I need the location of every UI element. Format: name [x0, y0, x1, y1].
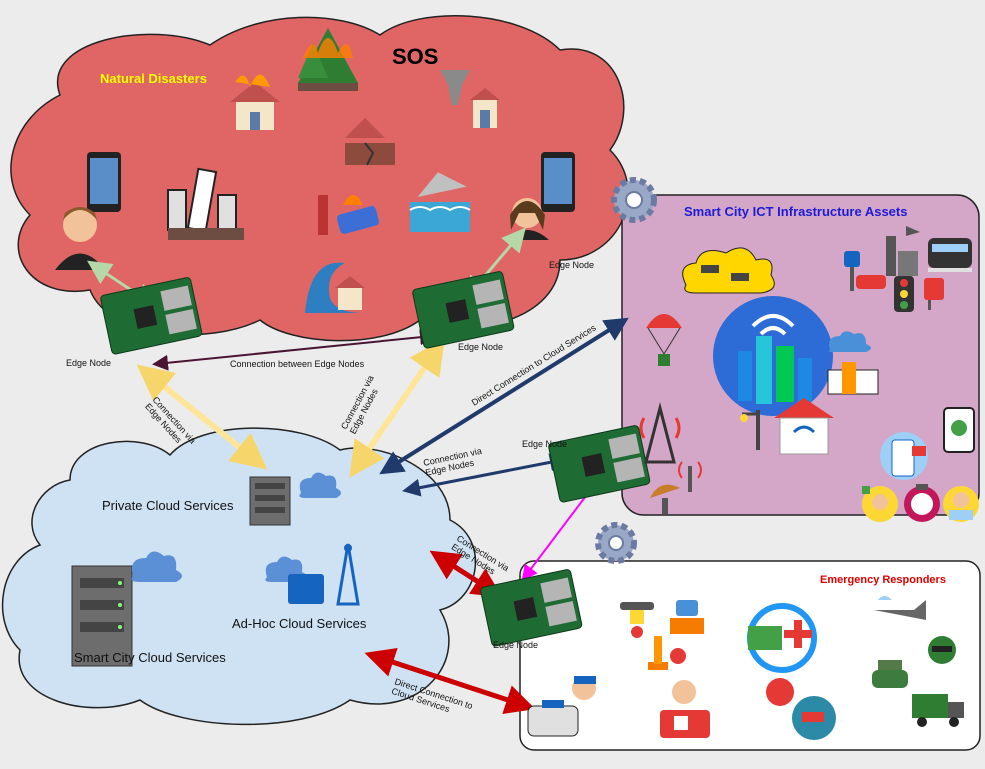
hand-tablet-icon	[943, 407, 975, 453]
tornado-icon	[440, 70, 500, 128]
smartwatch-icon	[904, 484, 940, 522]
edge-node-board	[100, 277, 203, 355]
robotic-arm-icon	[648, 636, 686, 670]
tsunami-house-icon	[305, 262, 365, 313]
edge-node-label: Edge Node	[458, 342, 503, 352]
flood-car-icon	[318, 195, 380, 235]
edge-node-label: Edge Node	[522, 439, 567, 449]
tank-drone-icon	[872, 660, 908, 688]
sos-label: SOS	[392, 44, 438, 69]
smart-city-title: Smart City ICT Infrastructure Assets	[684, 204, 907, 219]
airport-icon	[886, 226, 920, 276]
connection-between-edges-label: Connection between Edge Nodes	[230, 359, 365, 369]
edge-cloud-link	[429, 550, 503, 598]
drone-icon	[620, 602, 654, 638]
rescue-robot-icon	[670, 600, 704, 634]
natural-disasters-title: Natural Disasters	[100, 71, 207, 86]
smart-city-cloud-label: Smart City Cloud Services	[74, 650, 226, 665]
traffic-light-icon	[894, 276, 914, 312]
call-agent-icon	[862, 486, 898, 522]
edge-node-board	[480, 569, 583, 647]
emergency-responders-box	[519, 560, 981, 751]
direct-cloud-link	[364, 648, 536, 714]
smart-city-hub-icon	[713, 296, 833, 416]
flooded-house-icon	[409, 172, 471, 232]
medical-response-icon	[747, 603, 817, 673]
adhoc-tower-icon	[288, 543, 360, 606]
cctv-cloud-icon	[682, 247, 775, 294]
private-cloud-label: Private Cloud Services	[102, 498, 234, 513]
collapsed-buildings-icon	[167, 167, 244, 240]
bus-stop-icon	[924, 278, 944, 310]
server-icon	[249, 476, 291, 526]
firefighter-icon	[766, 678, 836, 740]
edge-node-board	[548, 425, 651, 503]
aircraft-icon	[874, 596, 926, 620]
connection-via-edge-label: Connection via Edge Nodes	[422, 446, 482, 478]
remote-worker-icon	[943, 486, 979, 522]
edge-cloud-link	[402, 453, 568, 497]
phone-icon	[541, 152, 575, 212]
gear-icon	[595, 522, 637, 564]
antenna-icon	[678, 461, 702, 492]
soldier-icon	[928, 636, 956, 664]
train-icon	[928, 238, 972, 272]
cloud-icon	[299, 472, 341, 498]
adhoc-cloud-label: Ad-Hoc Cloud Services	[232, 616, 367, 631]
mobile-apps-icon	[880, 432, 928, 480]
edge-node-label: Edge Node	[549, 260, 594, 270]
smart-home-icon	[774, 398, 834, 455]
emergency-responders-title: Emergency Responders	[820, 574, 946, 586]
edge-node-board	[412, 271, 515, 349]
edge-node-label: Edge Node	[66, 358, 111, 368]
parachute-icon	[646, 314, 682, 366]
edge-cloud-link	[136, 364, 268, 470]
gear-icon	[611, 177, 657, 223]
ambulance-icon	[660, 680, 710, 738]
connection-via-edge-label: Connection via Edge Nodes	[339, 374, 380, 436]
direct-cloud-link	[379, 317, 629, 475]
cell-tower-icon	[639, 402, 681, 464]
burning-house-icon	[230, 74, 280, 130]
cloud-building-icon	[827, 331, 879, 395]
street-lamp-icon	[740, 410, 760, 450]
burning-forest-icon	[298, 28, 358, 91]
server-icon	[71, 565, 133, 667]
garbage-truck-icon	[912, 694, 964, 727]
edge-node-label: Edge Node	[493, 640, 538, 650]
satellite-dish-icon	[650, 484, 680, 514]
phone-icon	[87, 152, 121, 212]
police-car-icon	[527, 676, 596, 737]
earthquake-house-icon	[345, 118, 395, 166]
parking-car-icon	[844, 251, 886, 291]
cloud-icon	[131, 551, 182, 582]
